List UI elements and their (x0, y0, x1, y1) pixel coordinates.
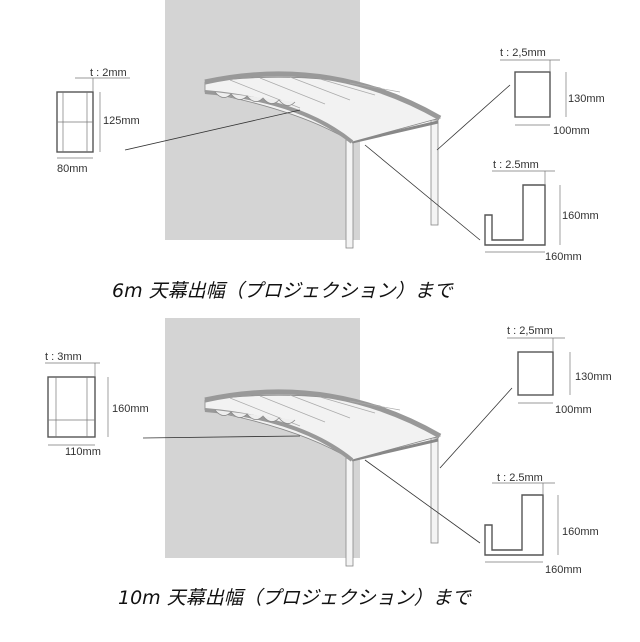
thickness-label: t : 2,5mm (500, 47, 546, 59)
thickness-label: t : 2.5mm (497, 472, 543, 484)
height-label: 160mm (112, 403, 149, 415)
awning-illustration (165, 0, 440, 248)
width-label: 100mm (553, 125, 590, 137)
thickness-label: t : 2.5mm (493, 159, 539, 171)
width-label: 80mm (57, 163, 88, 175)
height-label: 160mm (562, 210, 599, 222)
height-label: 130mm (568, 93, 605, 105)
bottom-right-profile-section: t : 2.5mm 160mm 160mm (484, 472, 599, 576)
width-label: 100mm (555, 404, 592, 416)
height-label: 130mm (575, 371, 612, 383)
top-right-profile-section: t : 2,5mm 130mm 100mm (507, 325, 612, 416)
top-right-profile-section: t : 2,5mm 130mm 100mm (500, 47, 605, 137)
width-label: 160mm (545, 251, 582, 263)
thickness-label: t : 3mm (45, 351, 82, 363)
width-label: 110mm (65, 446, 101, 458)
thickness-label: t : 2mm (90, 67, 127, 79)
left-profile-section: t : 2mm 125mm 80mm (56, 67, 140, 175)
bottom-right-profile-section: t : 2.5mm 160mm 160mm (484, 159, 599, 263)
width-label: 160mm (545, 564, 582, 576)
height-label: 160mm (562, 526, 599, 538)
awning-illustration (165, 318, 440, 566)
projection-caption: 6m 天幕出幅（プロジェクション）まで (112, 280, 455, 302)
thickness-label: t : 2,5mm (507, 325, 553, 337)
panel-6m: t : 2mm 125mm 80mm t : 2,5mm 130mm 100mm… (56, 0, 605, 302)
panel-10m: t : 3mm 160mm 110mm t : 2,5mm 130mm 100m… (45, 318, 612, 609)
height-label: 125mm (103, 115, 140, 127)
projection-caption: 10m 天幕出幅（プロジェクション）まで (118, 587, 473, 609)
left-profile-section: t : 3mm 160mm 110mm (45, 351, 149, 458)
